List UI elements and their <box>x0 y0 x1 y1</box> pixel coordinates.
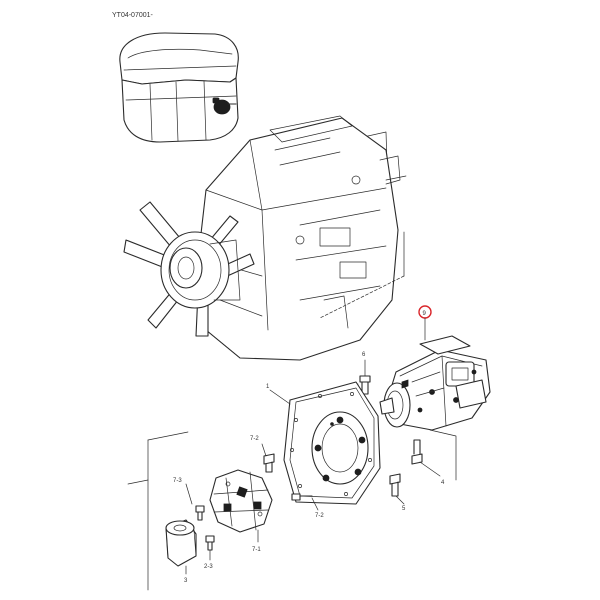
ref-line-right <box>429 429 457 481</box>
bolt-4 <box>411 439 441 477</box>
label-6: 6 <box>362 352 366 358</box>
flex-coupling <box>209 469 273 533</box>
cooling-fan <box>123 201 255 337</box>
label-7-2-lower: 7-2 <box>315 513 324 519</box>
serial-range-label: YT04-07001- <box>112 12 154 19</box>
bolt-2-3 <box>205 535 215 561</box>
bolt-7-2-lower <box>291 493 319 511</box>
label-1: 1 <box>266 384 270 390</box>
leader-1 <box>269 389 291 405</box>
engine-block <box>197 115 407 361</box>
callout-label-9: 9 <box>423 311 427 317</box>
bolt-7-2-upper <box>261 443 275 473</box>
bolt-6 <box>359 359 371 395</box>
coupling-hub <box>165 519 197 567</box>
label-7-2-upper: 7-2 <box>250 436 259 442</box>
hydraulic-pump <box>379 335 491 431</box>
label-2-3: 2-3 <box>204 564 213 570</box>
label-4: 4 <box>441 480 445 486</box>
ref-line-top <box>147 431 189 441</box>
leader-engine-pump <box>319 275 405 319</box>
label-7-3: 7-3 <box>173 478 182 484</box>
label-5: 5 <box>402 506 406 512</box>
bolt-5 <box>389 473 405 505</box>
label-7-1: 7-1 <box>252 547 261 553</box>
engine-cover <box>119 32 239 143</box>
ref-line-mid <box>127 479 149 485</box>
flywheel-plate <box>283 381 381 505</box>
label-3: 3 <box>184 578 188 584</box>
bolt-7-3 <box>185 483 205 521</box>
